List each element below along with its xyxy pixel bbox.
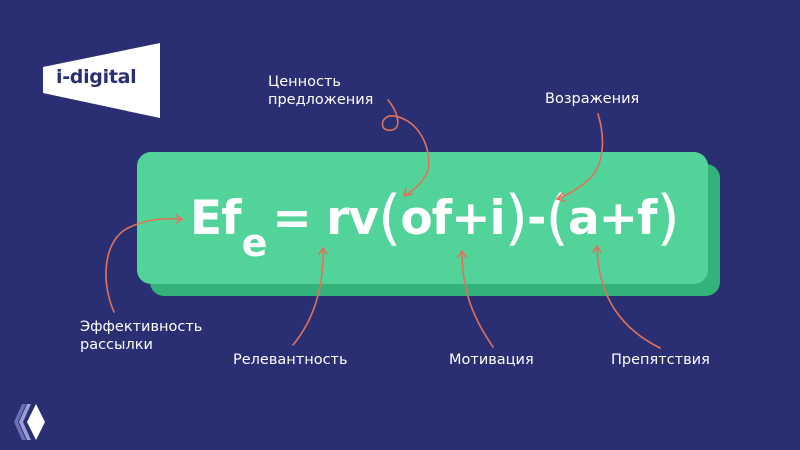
formula-ef: Ef xyxy=(190,191,242,246)
i-digital-logo-text: i-digital xyxy=(56,66,137,88)
formula-rv: rv xyxy=(326,191,379,246)
label-value-line2: предложения xyxy=(268,92,374,108)
formula-offer-plus-incentive: of+i xyxy=(400,191,505,246)
label-mailing-effectiveness: Эффективность рассылки xyxy=(80,318,202,354)
formula-equals: = xyxy=(272,191,311,246)
arrow-value xyxy=(381,99,430,197)
label-value-proposition: Ценность предложения xyxy=(268,73,373,109)
label-obstacles: Препятствия xyxy=(611,352,710,368)
label-relevance: Релевантность xyxy=(233,352,348,368)
formula-close-paren-2: ) xyxy=(656,183,680,253)
arrow-relevance xyxy=(292,247,324,346)
formula-anxiety-plus-friction: a+f xyxy=(567,191,658,246)
label-effectiveness-line1: Эффективность xyxy=(80,319,203,335)
formula-close-paren-1: ) xyxy=(504,183,528,253)
label-objections: Возражения xyxy=(545,91,640,107)
arrow-objections xyxy=(556,113,604,200)
arrow-obstacles xyxy=(596,245,661,349)
formula-open-paren-1: ( xyxy=(377,183,401,253)
formula-subscript-e: e xyxy=(241,221,268,265)
formula: Efe= rv(of+i)-(a+f) xyxy=(190,184,680,262)
arrow-effectiveness xyxy=(105,217,183,313)
formula-minus: - xyxy=(527,191,546,246)
label-value-line1: Ценность xyxy=(268,74,341,90)
formula-card xyxy=(137,152,708,284)
label-effectiveness-line2: рассылки xyxy=(80,337,153,353)
layered-diamond-icon xyxy=(14,404,45,440)
label-motivation: Мотивация xyxy=(449,352,534,368)
arrow-motivation xyxy=(461,250,494,348)
formula-open-paren-2: ( xyxy=(545,183,569,253)
